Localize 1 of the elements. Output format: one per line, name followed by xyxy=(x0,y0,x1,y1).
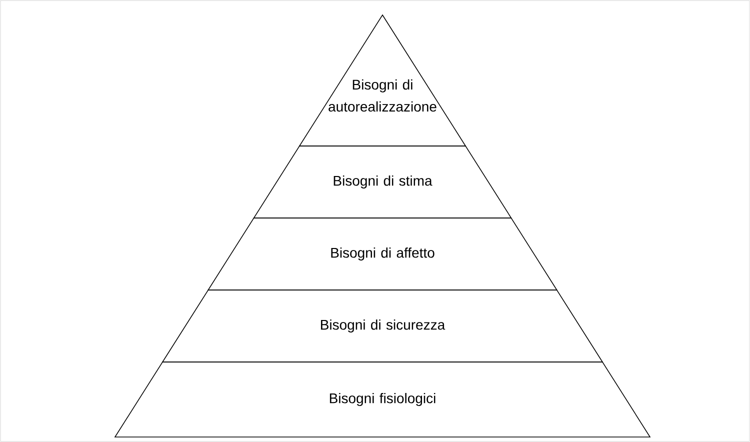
pyramid-level: Bisogni di stima xyxy=(253,146,512,218)
